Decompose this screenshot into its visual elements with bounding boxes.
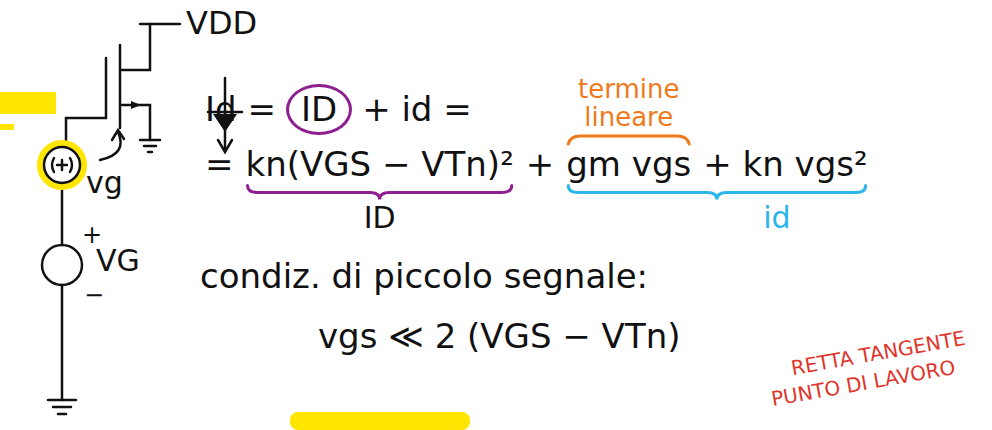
arrow-head bbox=[112, 130, 124, 140]
annotation-note: termine lineare bbox=[554, 75, 704, 132]
equation-term: + kn vgs² bbox=[703, 146, 867, 183]
wire bbox=[61, 183, 64, 245]
note-text: condiz. di piccolo segnale: bbox=[200, 258, 648, 295]
term-name: ID bbox=[301, 89, 337, 129]
ground-symbol bbox=[48, 400, 76, 414]
brace bbox=[568, 185, 865, 199]
condition-formula: vgs ≪ 2 (VGS − VTn) bbox=[318, 318, 680, 355]
equation-text: Id = bbox=[205, 91, 276, 128]
supply-line bbox=[140, 23, 180, 26]
source-wire bbox=[122, 105, 150, 140]
source-name: VG bbox=[96, 244, 140, 277]
term-name: ID bbox=[364, 201, 396, 234]
equation-term: kn(VGS − VTn)² bbox=[246, 146, 514, 183]
arrow-head bbox=[131, 101, 141, 109]
circled-term: ID bbox=[286, 84, 352, 135]
equation-text: + bbox=[526, 146, 555, 183]
highlight bbox=[0, 92, 56, 114]
equation-term: gm vgs bbox=[566, 146, 691, 183]
highlight bbox=[0, 124, 14, 130]
source-symbol bbox=[52, 158, 72, 172]
equation-text: + id = bbox=[362, 91, 472, 128]
brace bbox=[248, 185, 512, 199]
equation-text: = bbox=[205, 146, 234, 183]
drain-wire bbox=[122, 24, 150, 70]
bracket bbox=[568, 136, 689, 144]
ground-symbol bbox=[140, 140, 160, 152]
signal-source bbox=[44, 147, 80, 183]
polarity-sign: − bbox=[84, 282, 104, 308]
mosfet-channel bbox=[119, 45, 122, 128]
pointer-arrow bbox=[100, 132, 121, 160]
wire bbox=[61, 285, 64, 400]
signal-name: vg bbox=[86, 166, 123, 199]
mosfet-gate bbox=[105, 58, 108, 118]
highlight-ring bbox=[40, 143, 84, 187]
dc-source bbox=[42, 245, 82, 285]
term-name: id bbox=[763, 201, 790, 234]
supply-name: VDD bbox=[186, 6, 257, 41]
highlight bbox=[290, 412, 470, 430]
gate-wire bbox=[66, 117, 106, 120]
